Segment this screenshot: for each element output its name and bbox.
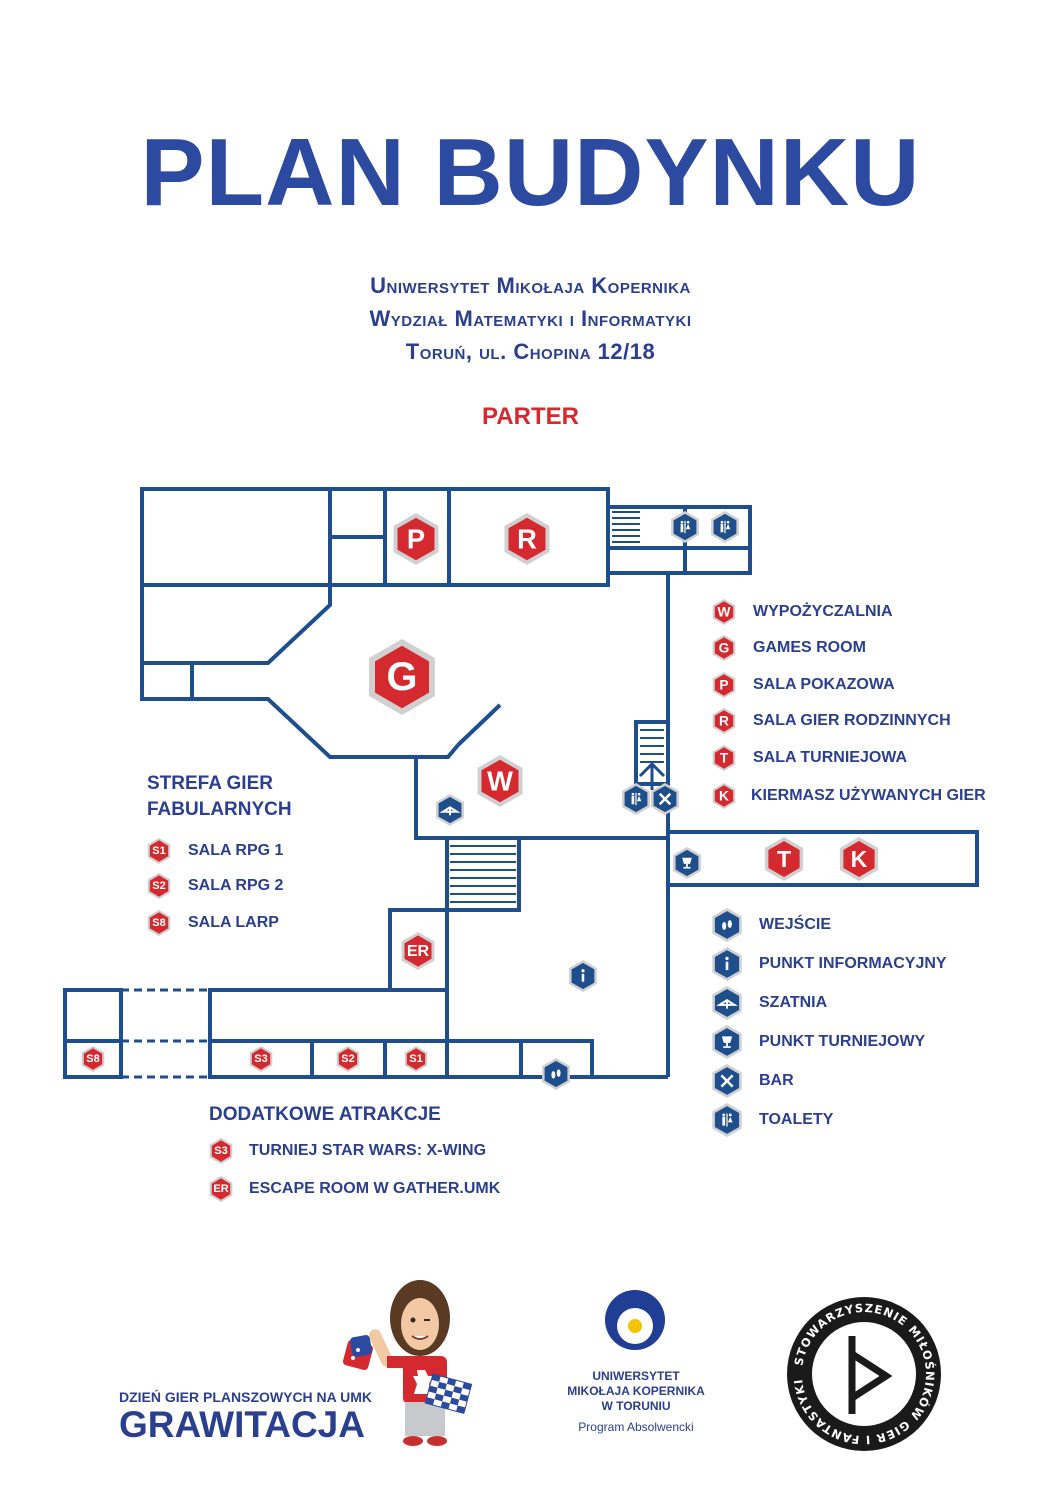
map-badge-p-label: P [407, 524, 425, 555]
cutlery-icon [651, 783, 679, 815]
map-badge-s8: S8 [81, 1046, 105, 1072]
legend-badge-er: ER [209, 1176, 233, 1202]
legend-sala-larp: SALA LARP [188, 914, 279, 931]
legend-badge-k: K [712, 783, 736, 809]
legend-badge-s1: S1 [147, 838, 171, 864]
cutlery-icon [712, 1064, 742, 1098]
footprints-icon [712, 908, 742, 942]
map-badge-g: G [369, 639, 435, 715]
legend-escape-room: ESCAPE ROOM W GATHER.UMK [249, 1180, 501, 1197]
map-badge-w-label: W [487, 766, 513, 797]
legend-sala-rodzinna: SALA GIER RODZINNYCH [753, 712, 951, 729]
arrow-up-icon [638, 761, 666, 790]
umk-program: Program Absolwencki [578, 1420, 694, 1434]
legend-badge-t-label: T [720, 751, 729, 766]
legend-wejscie: WEJŚCIE [759, 916, 832, 933]
toilet-icon [712, 1103, 742, 1137]
legend-badge-s8: S8 [147, 910, 171, 936]
toilet-icon [671, 511, 699, 543]
map-badge-r: R [504, 513, 550, 565]
legend-badge-s3-label: S3 [214, 1145, 227, 1157]
map-badge-er-label: ER [407, 942, 430, 960]
footprints-icon [542, 1058, 570, 1090]
page-title: PLAN BUDYNKU [140, 119, 921, 226]
map-badge-s3-label: S3 [254, 1053, 267, 1065]
legend-games-room: GAMES ROOM [753, 639, 866, 656]
coat-hanger-icon [712, 986, 742, 1020]
legend-badge-t: T [712, 745, 736, 771]
legend-punkt-informacyjny: PUNKT INFORMACYJNY [759, 955, 947, 972]
umk-line1: UNIWERSYTET [592, 1369, 680, 1383]
legend-badge-s3: S3 [209, 1138, 233, 1164]
map-badge-k-label: K [851, 846, 868, 872]
legend-x-wing: TURNIEJ STAR WARS: X-WING [249, 1142, 487, 1159]
map-badge-p: P [393, 513, 439, 565]
rpg-zone-title-line1: STREFA GIER [147, 773, 273, 794]
stairs [450, 511, 664, 903]
legend-szatnia: SZATNIA [759, 994, 828, 1011]
floor-label: PARTER [482, 403, 579, 430]
map-badge-s2-label: S2 [341, 1053, 354, 1065]
legend-badge-s2-label: S2 [152, 880, 165, 892]
map-badge-s3: S3 [249, 1046, 273, 1072]
legend-badge-s8-label: S8 [152, 917, 165, 929]
legend-sala-turniejowa: SALA TURNIEJOWA [753, 749, 908, 766]
map-badge-s2: S2 [336, 1046, 360, 1072]
info-icon [712, 947, 742, 981]
legend-kiermasz: KIERMASZ UŻYWANYCH GIER [751, 787, 986, 804]
legend-punkt-turniejowy: PUNKT TURNIEJOWY [759, 1033, 926, 1050]
faculty-name: Wydział Matematyki i Informatyki [369, 306, 692, 331]
info-icon [569, 960, 597, 992]
legend-badge-k-label: K [719, 789, 729, 804]
legend-sala-rpg-1: SALA RPG 1 [188, 842, 284, 859]
map-badge-k: K [839, 837, 879, 881]
map-badge-s1-label: S1 [409, 1053, 422, 1065]
map-badge-r-label: R [517, 524, 537, 555]
legend-badge-p-label: P [719, 678, 728, 693]
dashed-connectors [121, 988, 210, 1079]
map-badge-s8-label: S8 [86, 1053, 99, 1065]
toilet-icon [711, 511, 739, 543]
legend-badge-g-label: G [719, 641, 730, 656]
map-badge-g-label: G [386, 655, 417, 699]
rpg-zone-title: STREFA GIER FABULARNYCH [147, 771, 292, 823]
legend-badge-w: W [712, 599, 736, 625]
map-badge-er: ER [401, 932, 435, 970]
legend-badge-er-label: ER [213, 1183, 228, 1195]
university-name: Uniwersytet Mikołaja Kopernika [370, 273, 691, 298]
legend-badge-p: P [712, 672, 736, 698]
rpg-zone-title-line2: FABULARNYCH [147, 799, 292, 820]
legend-badge-w-label: W [718, 605, 731, 620]
map-badge-s1: S1 [404, 1046, 428, 1072]
umk-name: UNIWERSYTET MIKOŁAJA KOPERNIKA W TORUNIU [546, 1369, 726, 1414]
umk-logo-icon [605, 1290, 665, 1350]
event-title: GRAWITACJA [119, 1404, 365, 1445]
legend-badge-g: G [712, 635, 736, 661]
legend-bar: BAR [759, 1072, 794, 1089]
legend-toalety: TOALETY [759, 1111, 834, 1128]
map-badge-t: T [764, 837, 804, 881]
legend-badge-s2: S2 [147, 873, 171, 899]
map-badge-w: W [477, 755, 523, 807]
thorn-association-seal-icon: STOWARZYSZENIE MIŁOŚNIKÓW GIER I FANTAST… [784, 1294, 941, 1451]
legend-wypozyczalnia: WYPOŻYCZALNIA [753, 603, 893, 620]
extra-title: DODATKOWE ATRAKCJE [209, 1104, 441, 1125]
coat-hanger-icon [436, 794, 464, 826]
legend-badge-r-label: R [719, 714, 729, 729]
legend-sala-pokazowa: SALA POKAZOWA [753, 676, 895, 693]
umk-line2: MIKOŁAJA KOPERNIKA [567, 1384, 705, 1398]
trophy-icon [712, 1025, 742, 1059]
legend-sala-rpg-2: SALA RPG 2 [188, 877, 284, 894]
legend-badge-s1-label: S1 [152, 845, 165, 857]
walls [63, 487, 979, 1079]
legend-badge-r: R [712, 708, 736, 734]
copernicus-mascot-icon [342, 1280, 473, 1446]
trophy-icon [673, 847, 701, 879]
address: Toruń, ul. Chopina 12/18 [405, 339, 656, 364]
umk-line3: W TORUNIU [601, 1399, 671, 1413]
event-subtitle: DZIEŃ GIER PLANSZOWYCH NA UMK [119, 1389, 373, 1405]
map-badge-t-label: T [777, 846, 791, 872]
toilet-icon [622, 783, 650, 815]
